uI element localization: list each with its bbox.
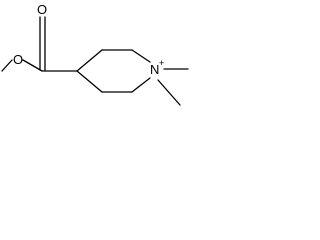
carbonyl-oxygen-label: O [37,2,47,17]
bond-ester-oxygen-carbonyl [22,59,43,72]
chemical-structure: O O N + [1,2,189,106]
ring-bond-c4-c3 [76,49,103,72]
ester-oxygen-label: O [13,52,23,67]
ring-nitrogen-label: N [150,62,159,77]
ring-bond-c5-c4 [76,70,103,93]
nitrogen-charge-label: + [159,58,164,68]
ring-bond-n-c6 [131,77,151,93]
ring-bond-c2-n [131,49,151,63]
bond-n-methyl-lower [157,79,181,106]
bond-methyl-ester-oxygen [1,59,13,72]
